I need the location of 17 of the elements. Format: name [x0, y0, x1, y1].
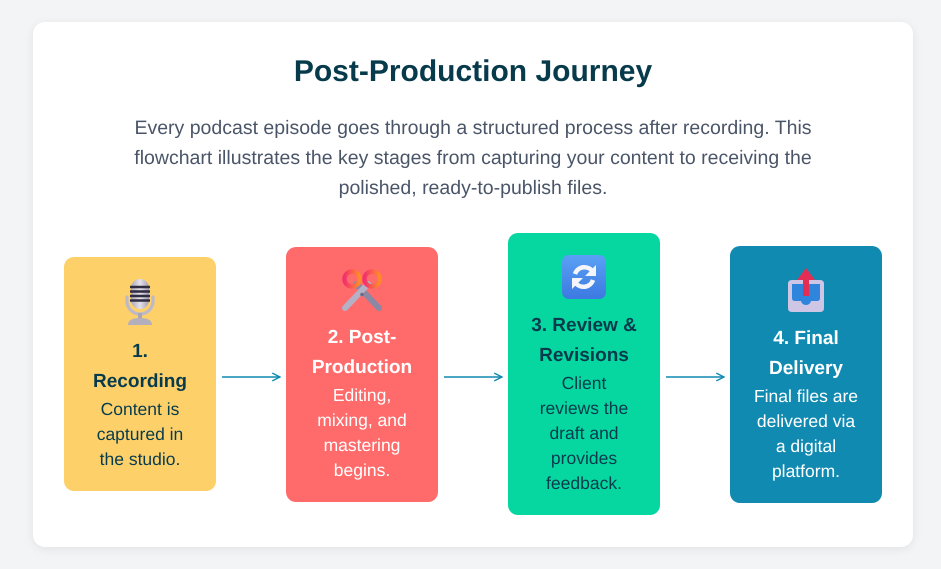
step-title: 3. Review & Revisions — [530, 314, 638, 368]
step-card — [286, 246, 438, 502]
step-title: 4. Final Delivery — [768, 326, 844, 380]
step-description: Content is captured in the studio. — [96, 398, 184, 471]
step-description: Final files are delivered via a digital platform. — [752, 384, 860, 483]
arrow — [666, 372, 725, 382]
arrow — [444, 372, 503, 382]
description: Every podcast episode goes through a structured process after recording. This flowchart illustrates the key stages from capturing your content to receiving the polished, ready-to-publish files. — [133, 116, 813, 201]
step-description: Editing, mixing, and mastering begins. — [316, 384, 408, 482]
step-description: Client reviews the draft and provides feedback. — [538, 372, 630, 495]
step-card — [64, 257, 216, 491]
step-card — [508, 233, 660, 515]
title: Post-Production Journey — [292, 54, 654, 90]
step-title: 2. Post-Production — [310, 326, 414, 380]
arrow — [222, 372, 281, 382]
step-card — [730, 246, 882, 502]
step-title: 1. Recording — [92, 340, 188, 394]
